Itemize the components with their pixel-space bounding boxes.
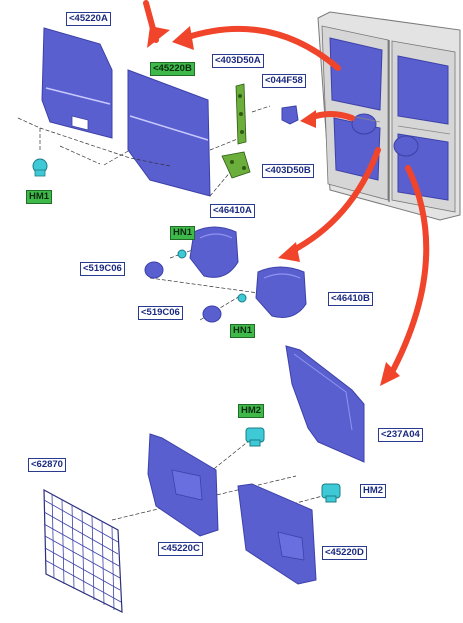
callout-HM2-upper[interactable]: HM2 xyxy=(238,404,265,418)
clips-HN1 xyxy=(177,249,247,303)
arrow-to-lower-trim xyxy=(387,165,430,379)
clip-HM1 xyxy=(32,158,48,177)
callout-46410A[interactable]: <46410A xyxy=(210,204,255,218)
callout-45220C[interactable]: <45220C xyxy=(158,542,203,556)
lower-panel-45220D xyxy=(237,483,317,585)
callout-403D50A[interactable]: <403D50A xyxy=(212,54,264,68)
callout-45220D[interactable]: <45220D xyxy=(322,546,367,560)
callout-237A04[interactable]: <237A04 xyxy=(378,428,423,442)
clip-HM2-upper xyxy=(245,427,265,447)
upper-panel-45220A xyxy=(41,27,113,139)
lower-panel-45220C xyxy=(147,433,219,537)
handle-cover-46410B xyxy=(255,266,307,318)
bracket-403D50A xyxy=(235,83,247,145)
handle-cover-46410A xyxy=(189,226,239,278)
callout-46410B[interactable]: <46410B xyxy=(328,292,373,306)
caps-519C06 xyxy=(144,261,222,323)
van-rear-doors xyxy=(317,11,461,221)
lower-trim-237A04 xyxy=(285,345,365,463)
handle-cover-044F58 xyxy=(281,105,299,125)
callout-HN1-bottom[interactable]: HN1 xyxy=(230,324,256,338)
callout-403D50B[interactable]: <403D50B xyxy=(262,164,314,178)
callout-519C06-top[interactable]: <519C06 xyxy=(80,262,125,276)
callout-62870[interactable]: <62870 xyxy=(28,458,66,472)
bracket-403D50B xyxy=(221,151,251,179)
callout-HN1-top[interactable]: HN1 xyxy=(170,226,196,240)
callout-044F58[interactable]: <044F58 xyxy=(262,74,306,88)
callout-45220A[interactable]: <45220A xyxy=(66,12,111,26)
cargo-net-62870 xyxy=(43,488,123,613)
callout-519C06-bottom[interactable]: <519C06 xyxy=(138,306,183,320)
arrow-to-handle-covers xyxy=(287,147,381,255)
arrow-to-upper-panel xyxy=(182,25,341,71)
upper-panel-45220B xyxy=(127,69,211,197)
callout-HM1[interactable]: HM1 xyxy=(26,190,53,204)
clip-HM2-right xyxy=(321,483,341,503)
arrow-heads xyxy=(147,26,400,386)
callout-HM2-right[interactable]: HM2 xyxy=(360,484,387,498)
callout-45220B[interactable]: <45220B xyxy=(150,62,195,76)
